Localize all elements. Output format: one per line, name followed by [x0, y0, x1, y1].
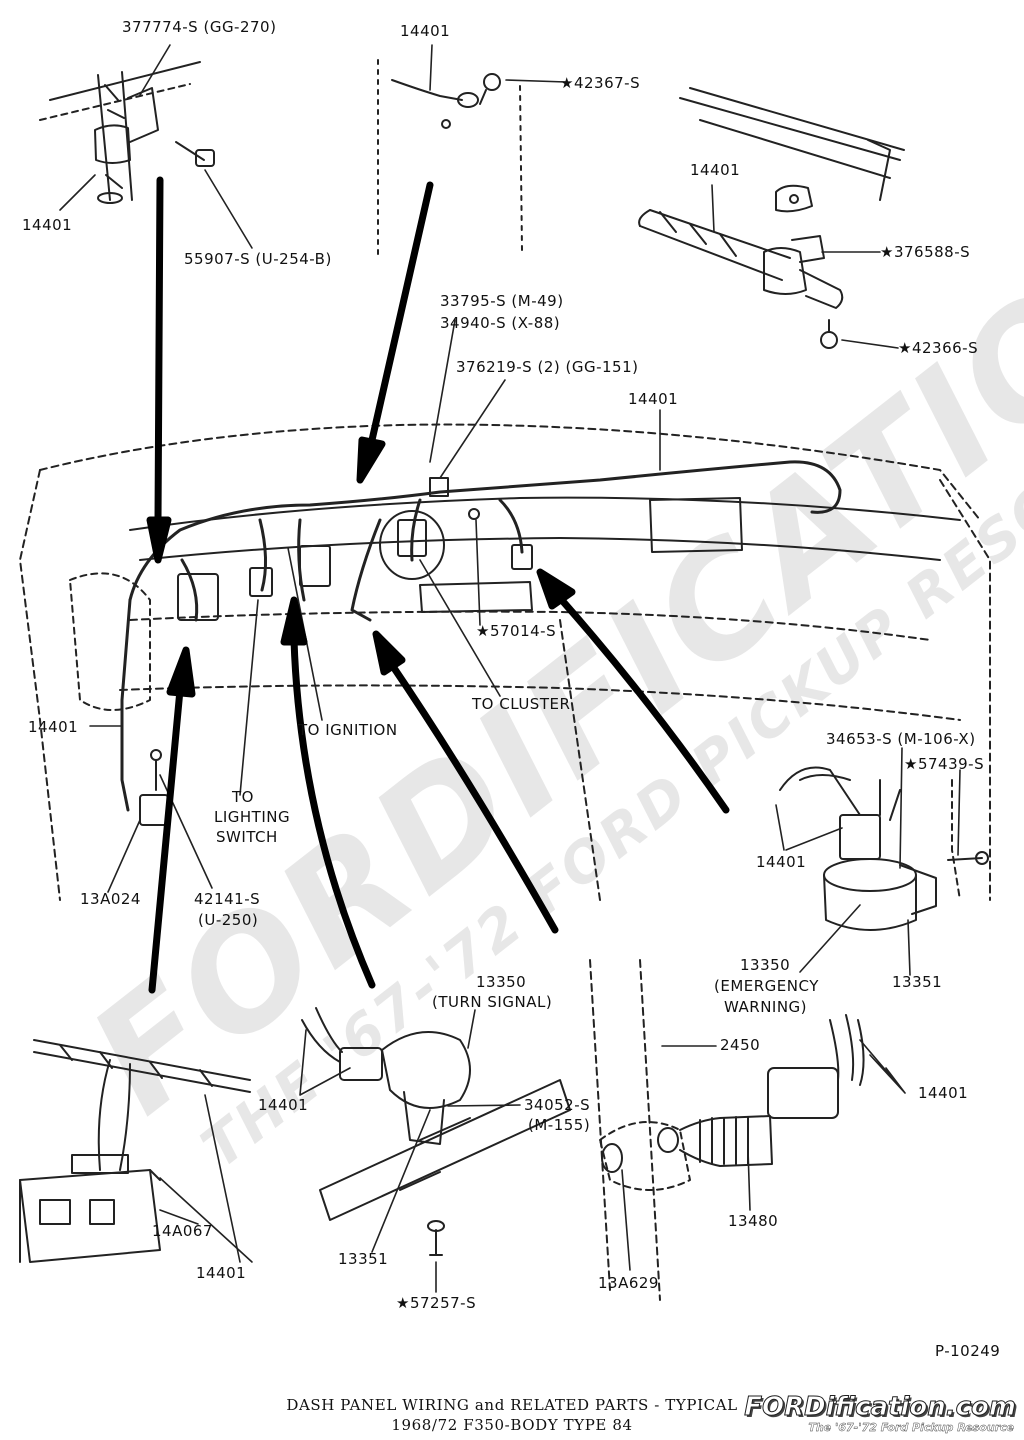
detail-top-left — [39, 61, 215, 204]
figure-number: P-10249 — [935, 1342, 1001, 1360]
logo-tagline: The '67-'72 Ford Pickup Resource — [808, 1421, 1014, 1434]
fuse-panel-detail — [19, 1039, 251, 1263]
label-screw-left-1: 42141-S — [194, 890, 261, 908]
label-to-ignition: TO IGNITION — [298, 721, 398, 739]
label-brake-switch: 13A629 — [598, 1274, 659, 1292]
detail-top-mid — [377, 59, 523, 261]
label-pedal: 2450 — [720, 1036, 761, 1054]
label-flasher-em-1: 13350 — [740, 956, 791, 974]
label-screw-em: ★57439-S — [904, 755, 985, 773]
detail-top-right — [638, 87, 905, 349]
label-bracket-em: 13351 — [892, 973, 943, 991]
label-screw-flasher-em: 34653-S (M-106-X) — [826, 730, 976, 748]
label-flasher-ts-2: (TURN SIGNAL) — [432, 993, 553, 1011]
leader-lines — [59, 44, 961, 1293]
label-switch: 13480 — [728, 1212, 779, 1230]
caption-line-1: DASH PANEL WIRING and RELATED PARTS - TY… — [286, 1396, 738, 1414]
label-screw-top-mid: ★42367-S — [560, 74, 641, 92]
label-harness-ts: 14401 — [258, 1096, 309, 1114]
label-nut-b: 34940-S (X-88) — [440, 314, 561, 332]
label-harness-bottom-left: 14401 — [196, 1264, 247, 1282]
pedal-switch-detail — [589, 959, 865, 1301]
label-clip-top-left: 377774-S (GG-270) — [122, 18, 277, 36]
label-screw-mid: ★57014-S — [476, 622, 557, 640]
label-harness-top-right: 14401 — [690, 161, 741, 179]
label-flasher-em-3: WARNING) — [724, 998, 808, 1016]
label-screw-left-2: (U-250) — [198, 911, 259, 929]
label-to-lighting-2: LIGHTING — [214, 808, 291, 826]
label-to-lighting-1: TO — [232, 788, 254, 806]
label-screw-top-right: ★42366-S — [898, 339, 979, 357]
label-to-lighting-3: SWITCH — [216, 828, 278, 846]
label-fuse-panel: 14A067 — [152, 1222, 213, 1240]
label-to-cluster: TO CLUSTER — [472, 695, 571, 713]
caption-line-2: 1968/72 F350-BODY TYPE 84 — [391, 1416, 633, 1434]
label-conn-left: 13A024 — [80, 890, 141, 908]
label-screw-ts-2: (M-155) — [528, 1116, 591, 1134]
site-logo: FORDification.com The '67-'72 Ford Picku… — [744, 1392, 1017, 1436]
label-harness-top-mid: 14401 — [400, 22, 451, 40]
label-flasher-em-2: (EMERGENCY — [714, 977, 819, 995]
label-harness-switch: 14401 — [918, 1084, 969, 1102]
label-harness-top-left: 14401 — [22, 216, 73, 234]
logo-name: FORDification.com — [744, 1392, 1017, 1423]
label-screw-ts-1: 34052-S — [524, 1096, 591, 1114]
label-clip-mid: 376219-S (2) (GG-151) — [456, 358, 639, 376]
label-clip-top-right: ★376588-S — [880, 243, 971, 261]
label-screw-bottom: ★57257-S — [396, 1294, 477, 1312]
label-bracket-ts: 13351 — [338, 1250, 389, 1268]
label-nut-a: 33795-S (M-49) — [440, 292, 564, 310]
emergency-flasher-detail — [779, 766, 989, 931]
dash-harness — [120, 460, 842, 812]
turn-signal-flasher-detail — [301, 1007, 571, 1256]
dash-components — [139, 477, 533, 826]
label-harness-dash: 14401 — [628, 390, 679, 408]
label-harness-em: 14401 — [756, 853, 807, 871]
label-screw-top-left: 55907-S (U-254-B) — [184, 250, 332, 268]
label-harness-left: 14401 — [28, 718, 79, 736]
label-flasher-ts-1: 13350 — [476, 973, 527, 991]
reference-arrows — [146, 176, 730, 994]
